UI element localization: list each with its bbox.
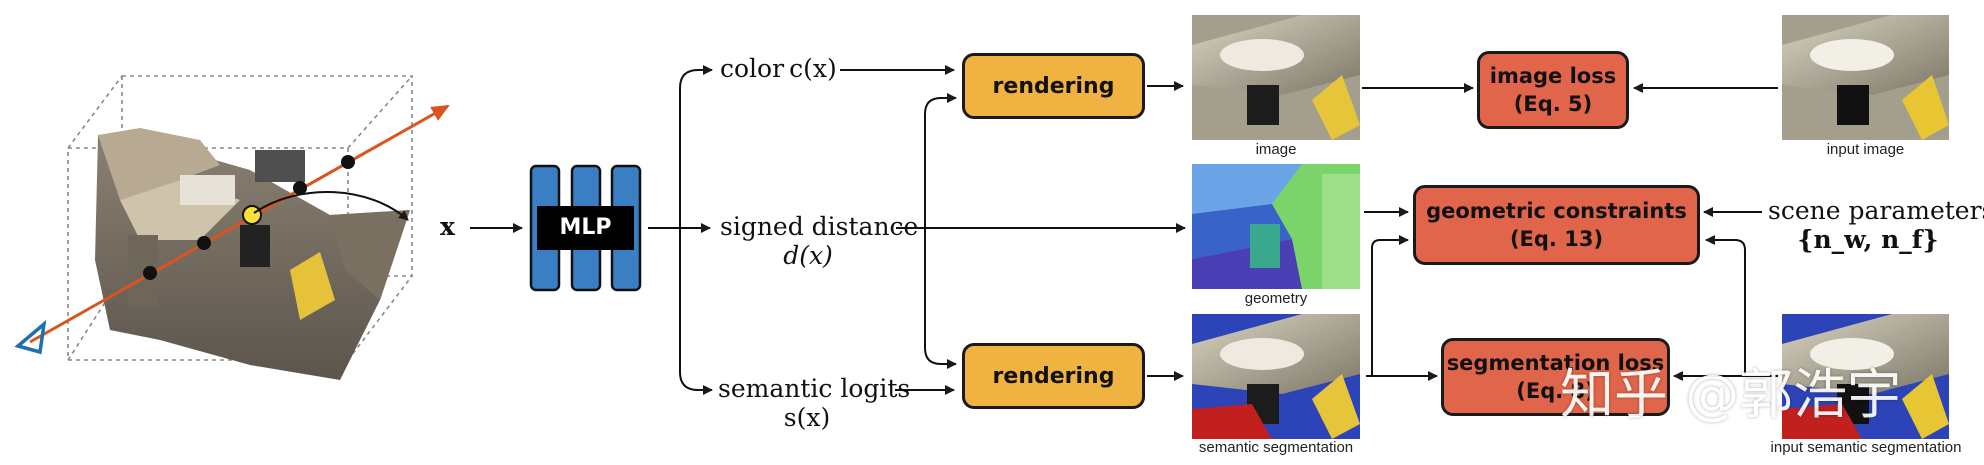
input-semantic-segmentation-caption: input semantic segmentation (1770, 439, 1962, 456)
mlp-label: MLP (559, 215, 612, 240)
geometric-constraints-box: geometric constraints (Eq. 13) (1413, 185, 1700, 265)
input-semantic-segmentation-thumbnail (1782, 314, 1949, 439)
camera-ray (14, 104, 450, 355)
sample-point-icon (293, 181, 307, 195)
input-image-caption: input image (1826, 141, 1905, 158)
geometric-constraints-equation: (Eq. 13) (1509, 227, 1604, 251)
image-loss-title: image loss (1489, 64, 1617, 88)
color-math: c(x) (789, 54, 837, 83)
input-image-thumbnail (1782, 15, 1949, 140)
segmentation-loss-box: segmentation loss (Eq. 8) (1441, 338, 1670, 416)
image-loss-box: image loss (Eq. 5) (1477, 51, 1629, 129)
geometry-caption: geometry (1244, 290, 1308, 307)
image-caption: image (1255, 141, 1297, 158)
watermark: 知乎 @郭浩宇 (1560, 363, 1902, 426)
color-branch: color c(x) (720, 54, 837, 83)
semantic-branch: semantic logits s(x) (718, 374, 911, 432)
reconstructed-scene (95, 128, 410, 380)
scene-parameters-label: scene parameters (1768, 196, 1984, 225)
scene-parameters: scene parameters {n_w, n_f} (1768, 196, 1984, 254)
image-loss-equation: (Eq. 5) (1513, 92, 1593, 116)
rendering-label: rendering (992, 363, 1115, 389)
sample-point-icon (197, 236, 211, 250)
rendering-box-bottom: rendering (962, 343, 1145, 409)
mlp-block (529, 164, 642, 292)
ray-origin-icon (14, 319, 47, 355)
segmentation-loss-title: segmentation loss (1446, 351, 1665, 375)
semantic-segmentation-thumbnail (1192, 314, 1360, 439)
rendering-box-top: rendering (962, 53, 1145, 119)
sdf-math: d(x) (783, 241, 833, 270)
semantic-segmentation-caption: semantic segmentation (1198, 439, 1354, 456)
semantic-math: s(x) (783, 403, 831, 432)
geometric-constraints-title: geometric constraints (1426, 199, 1687, 223)
sample-point-icon (341, 155, 355, 169)
segmentation-loss-equation: (Eq. 8) (1516, 379, 1595, 403)
sdf-label: signed distance (720, 212, 919, 241)
query-point-icon (242, 205, 262, 225)
geometry-thumbnail (1192, 164, 1360, 289)
rendered-image-thumbnail (1192, 15, 1360, 140)
rendering-label: rendering (992, 73, 1115, 99)
sample-point-icon (143, 266, 157, 280)
color-label: color (720, 54, 785, 83)
input-point-label: x (440, 212, 455, 241)
scene-parameters-math: {n_w, n_f} (1797, 225, 1939, 254)
semantic-label: semantic logits (718, 374, 911, 403)
sdf-branch: signed distance d(x) (720, 212, 919, 270)
